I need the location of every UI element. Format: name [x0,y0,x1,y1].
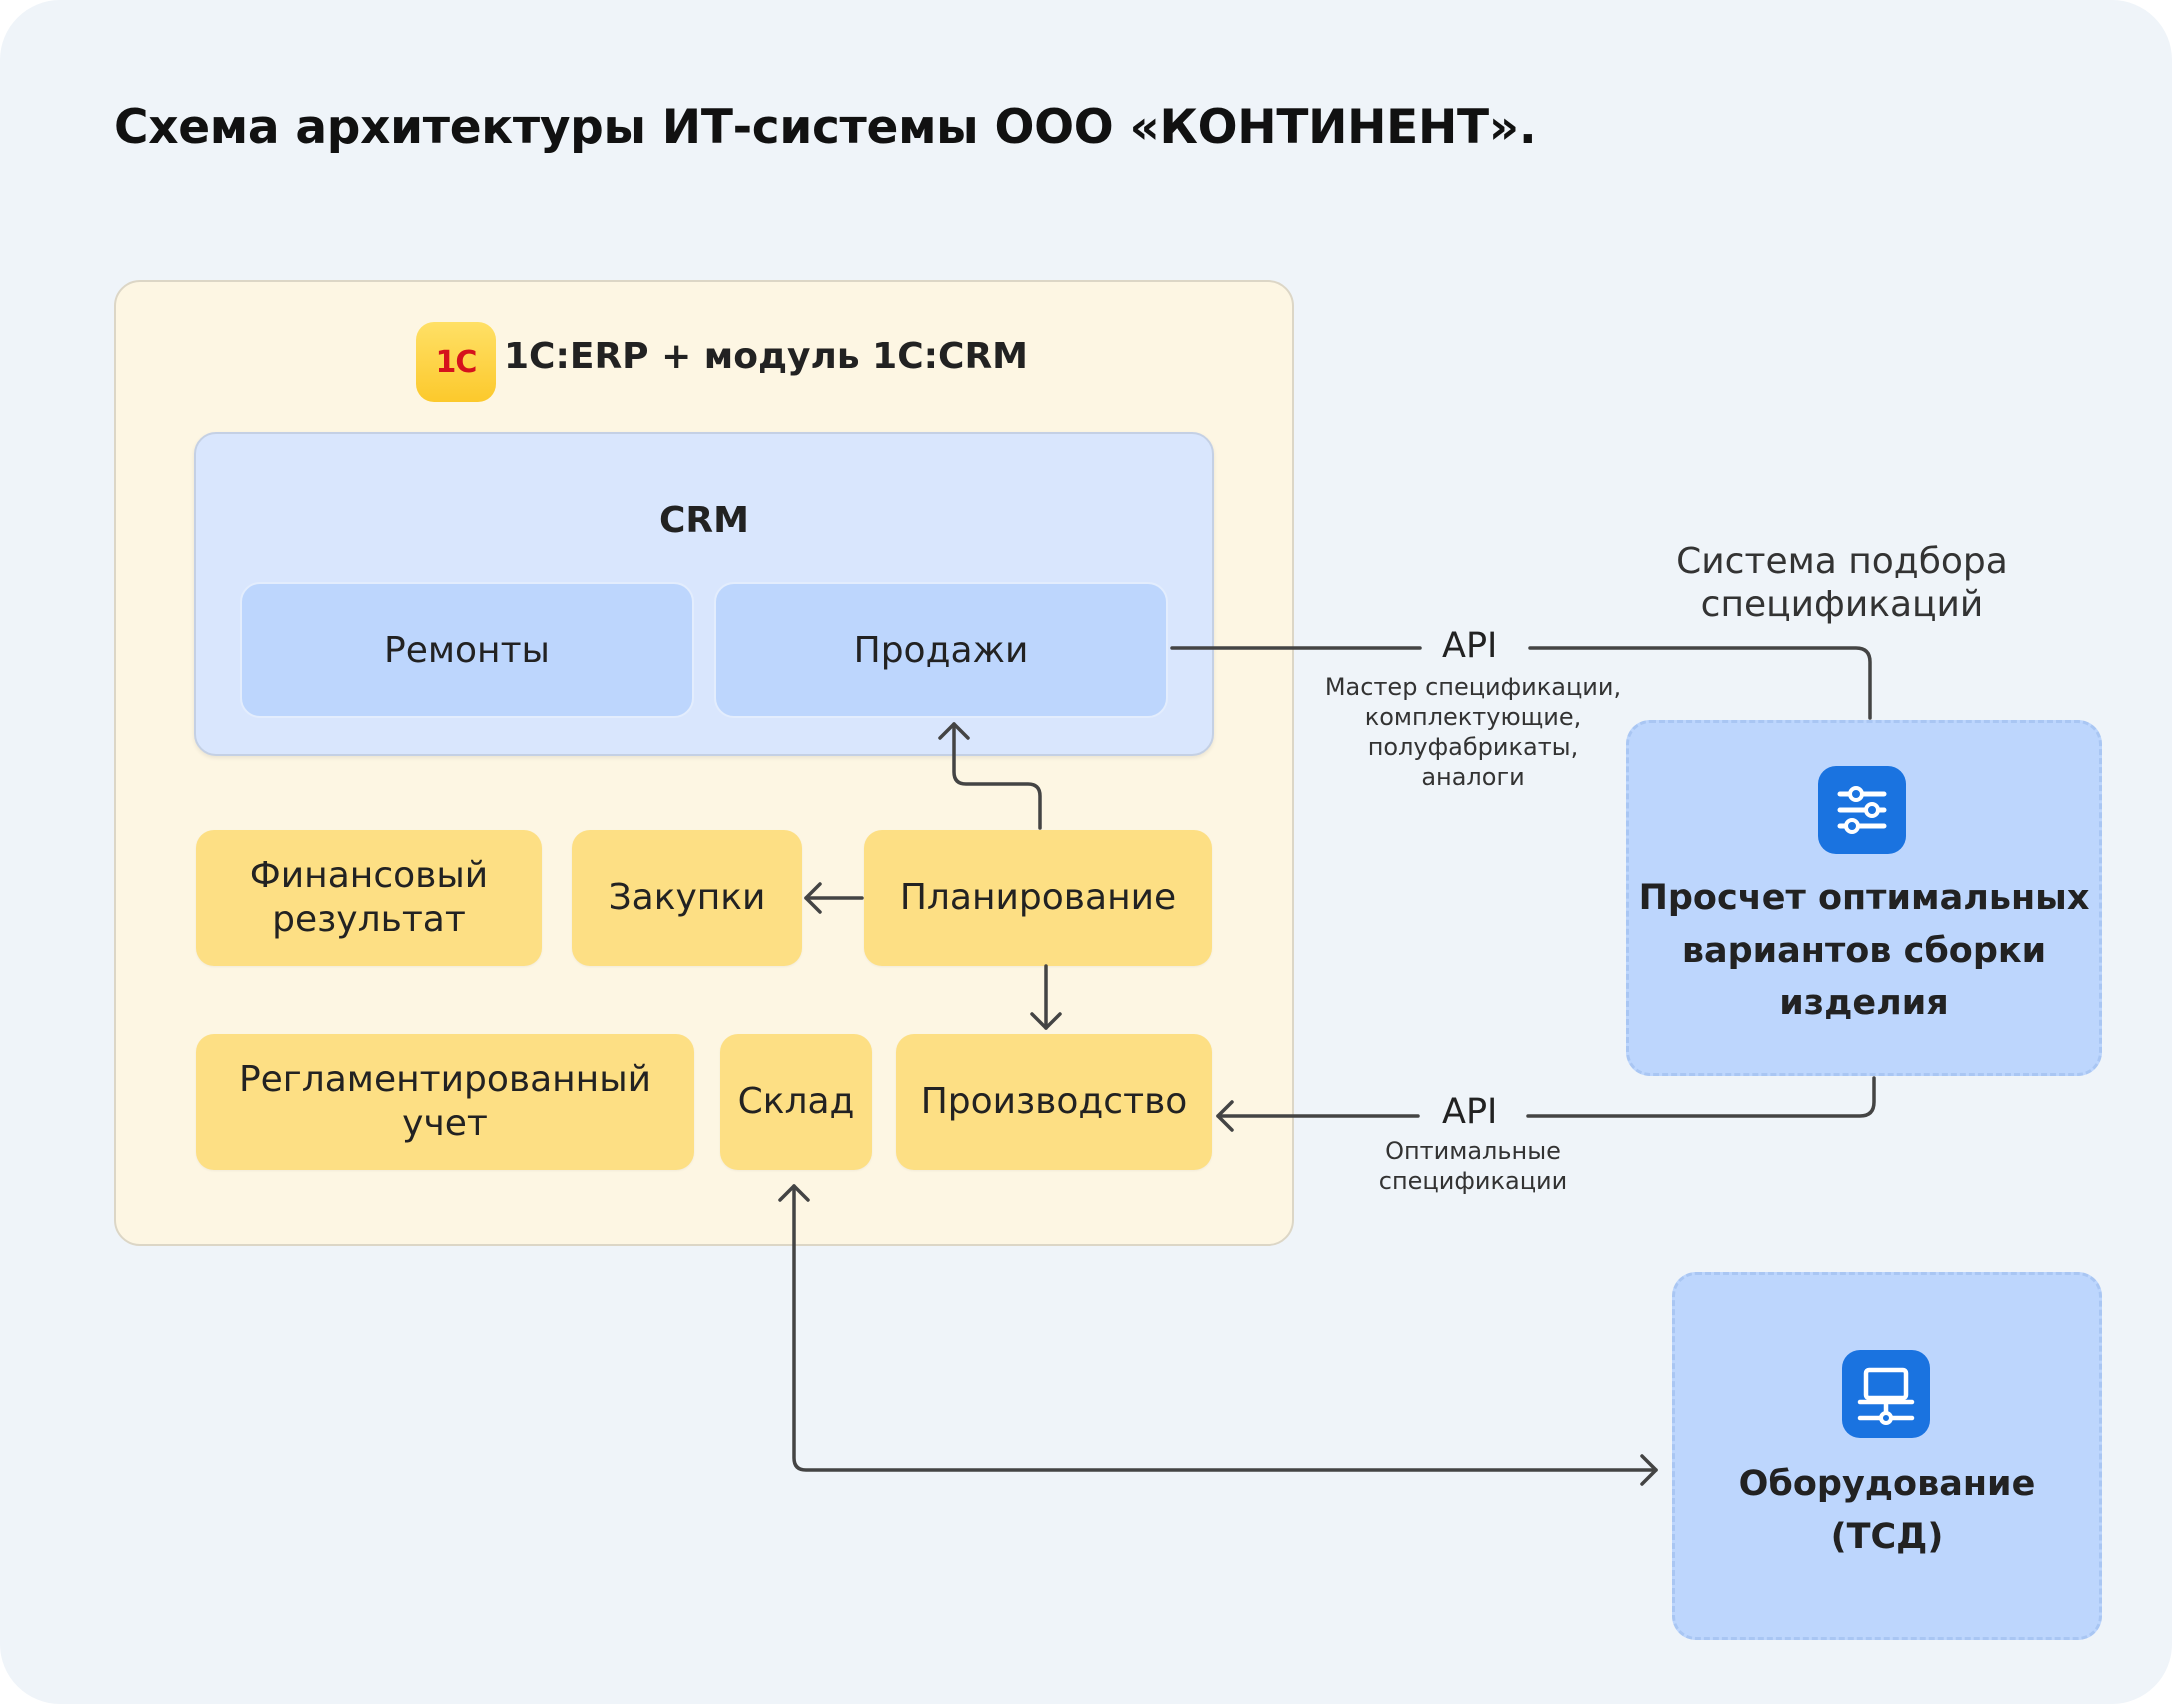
crm-module-sales: Продажи [714,582,1168,718]
module-production: Производство [896,1034,1212,1170]
logo-text: 1С [435,344,478,380]
arrowhead-warehouse [778,1184,810,1202]
crm-module-sales-label: Продажи [853,629,1029,671]
arrow-warehouse-equipment [792,1184,1658,1472]
1c-logo-icon: 1С [416,322,496,402]
module-purchases: Закупки [572,830,802,966]
arrowhead-equipment [1640,1454,1658,1486]
module-regulated-accounting: Регламентированный учет [196,1034,694,1170]
crm-module-repairs: Ремонты [240,582,694,718]
arrow-planning-to-sales [952,722,1042,830]
line-api-to-spec-system [1528,646,1872,720]
crm-label: CRM [659,500,749,541]
api-label-top: API [1442,626,1498,666]
erp-system-label: 1С:ERP + модуль 1С:CRM [504,336,1028,377]
spec-system-label: Система подбора спецификаций [1676,541,2008,626]
module-warehouse: Склад [720,1034,872,1170]
sliders-icon [1818,766,1906,854]
api-note-top: Мастер спецификации, комплектующие, полу… [1324,673,1622,791]
computer-network-icon [1842,1350,1930,1438]
arrowhead-production [1030,1012,1062,1030]
equipment-box [1672,1272,2102,1640]
api-note-bottom: Оптимальные спецификации [1378,1137,1568,1195]
arrowhead-production-api [1216,1100,1234,1132]
spec-calculation-title: Просчет оптимальных вариантов сборки изд… [1638,878,2090,1023]
api-label-bottom: API [1442,1092,1498,1132]
crm-module-repairs-label: Ремонты [384,629,550,671]
equipment-title: Оборудование (ТСД) [1738,1464,2036,1557]
module-planning: Планирование [864,830,1212,966]
diagram-title: Схема архитектуры ИТ-системы ООО «КОНТИН… [114,100,1537,155]
arrowhead-purchases [804,882,822,914]
module-financial-result: Финансовый результат [196,830,542,966]
line-spec-system-to-api [1526,1076,1876,1118]
arrowhead-sales [938,722,970,740]
